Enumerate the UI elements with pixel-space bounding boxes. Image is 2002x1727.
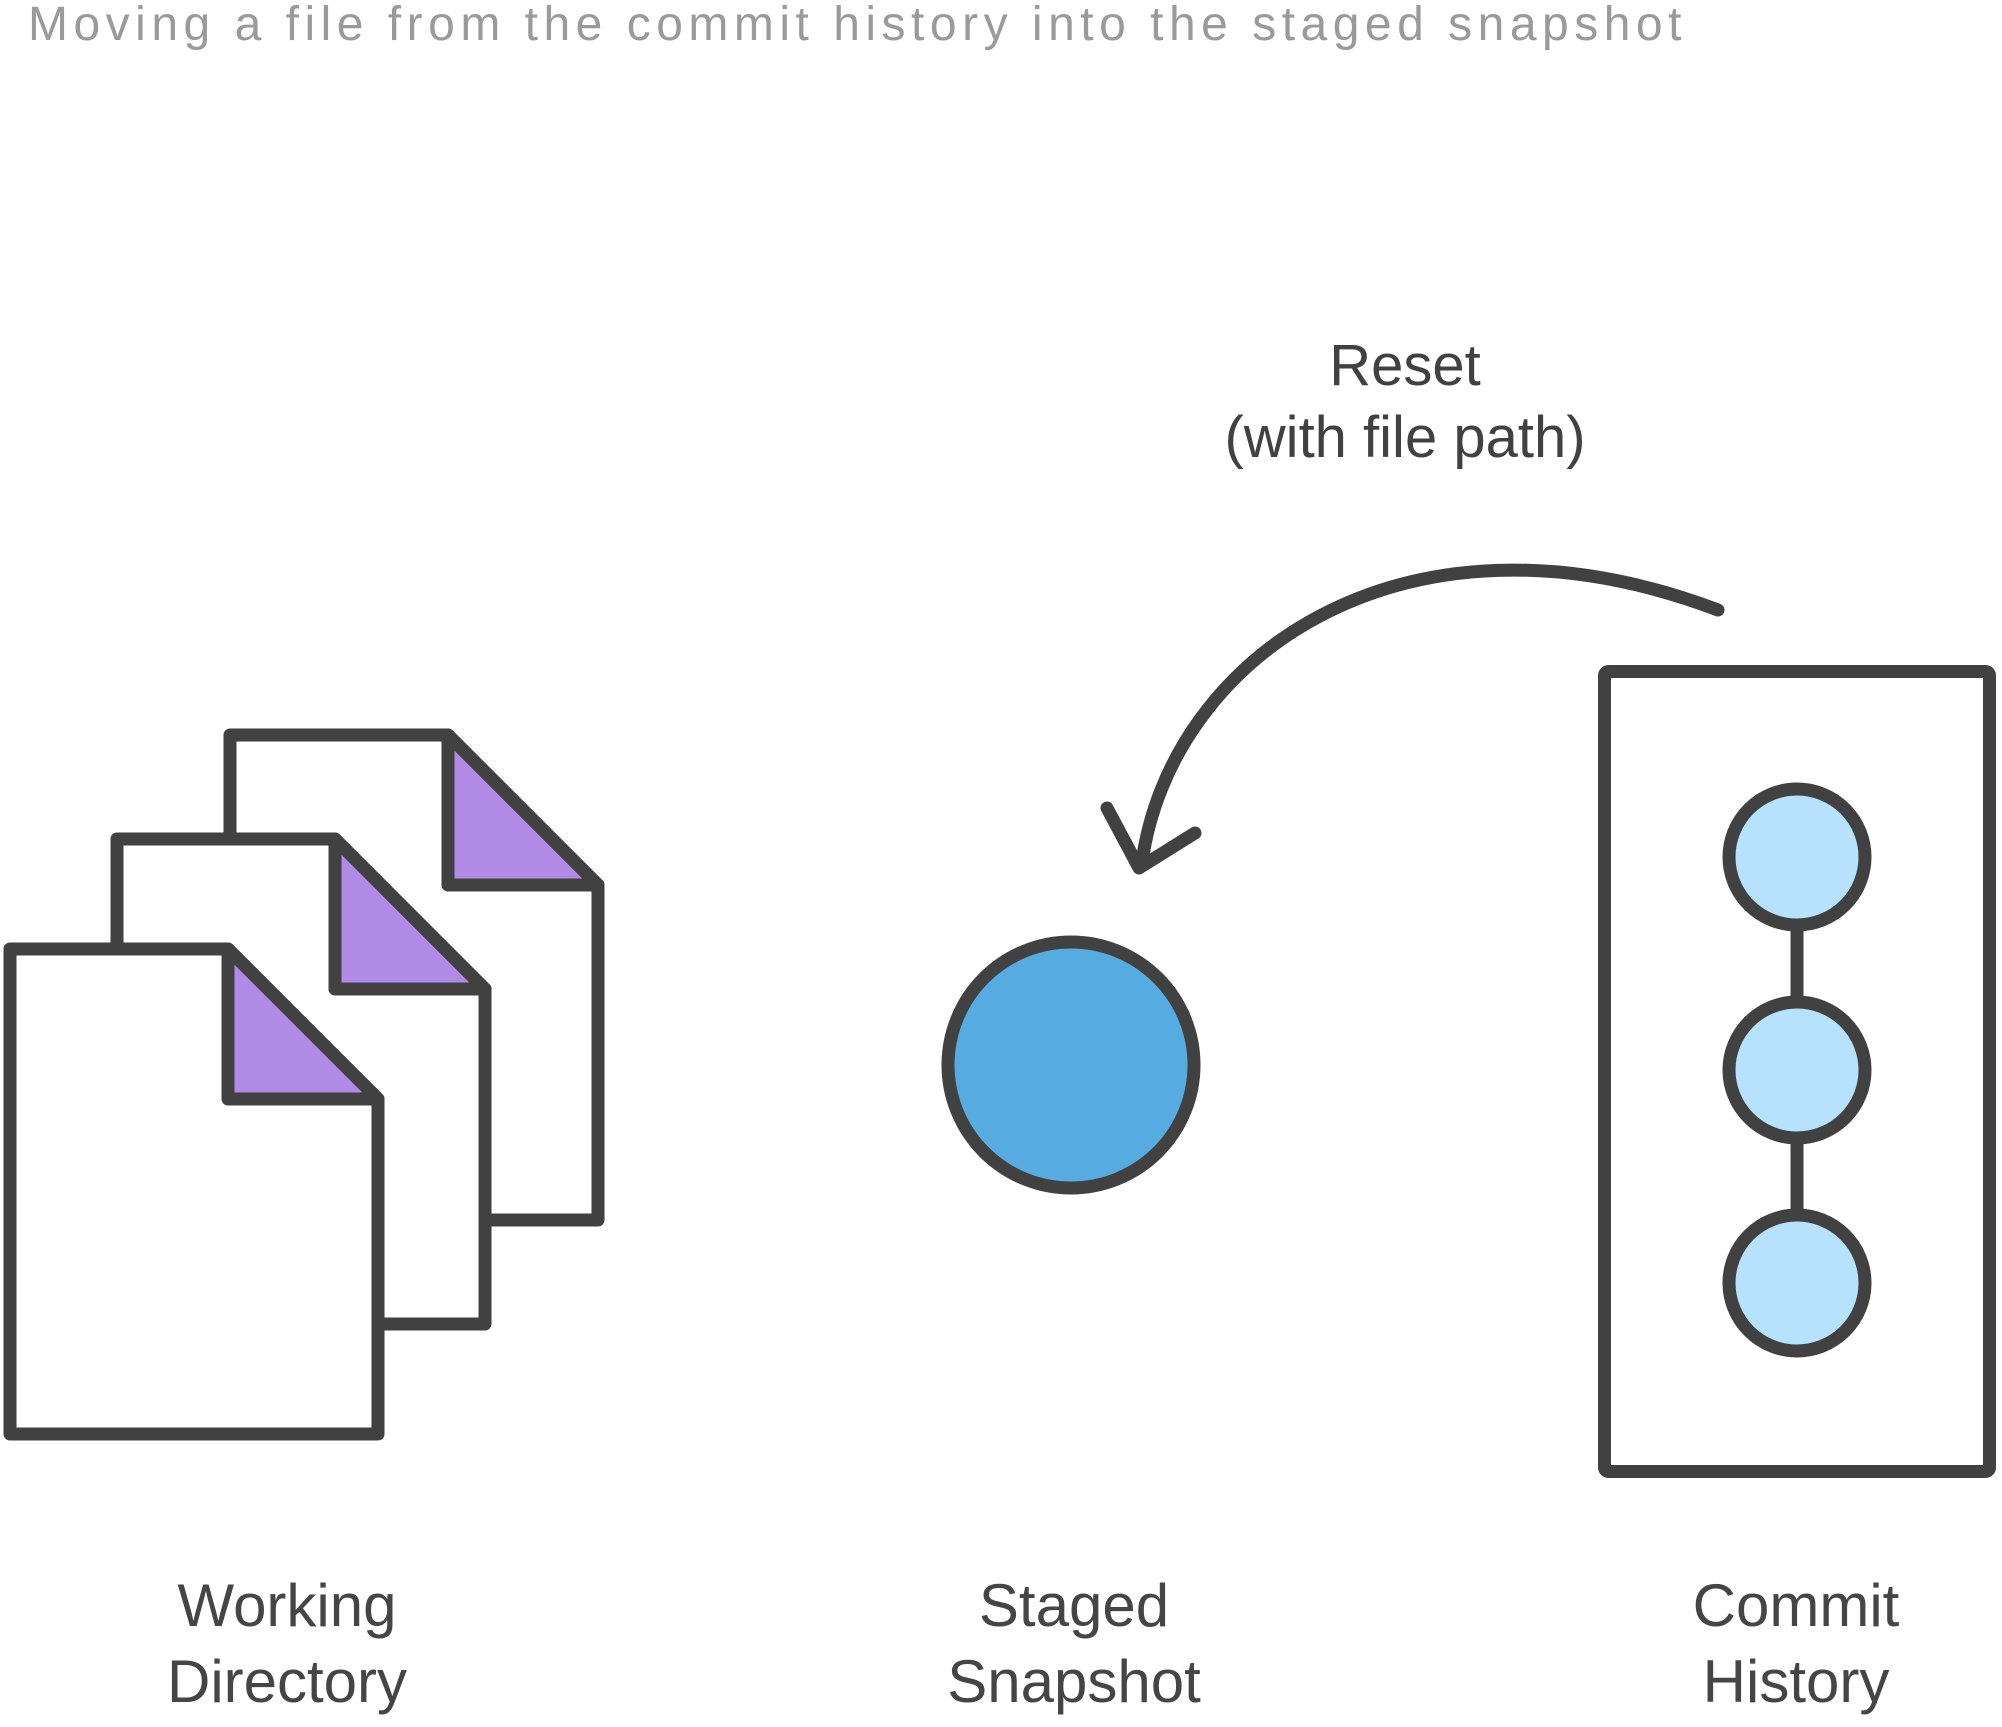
file-fold-corner — [328, 832, 492, 996]
commit-node-middle — [1722, 995, 1872, 1145]
reset-arrow-shaft — [1135, 563, 1725, 869]
file-fold-corner — [221, 942, 385, 1106]
working-directory-label-line1: Working — [177, 1572, 397, 1639]
commit-node-bottom — [1722, 1208, 1872, 1358]
blue-circle-icon — [941, 935, 1201, 1195]
file-fold-corner — [441, 728, 605, 892]
reset-arrow-label: Reset (with file path) — [1105, 330, 1705, 474]
diagram-title: Moving a file from the commit history in… — [28, 0, 1687, 51]
commit-chain-icon — [1598, 665, 1996, 1478]
reset-arrow-label-line2: (with file path) — [1224, 405, 1586, 470]
staged-snapshot-label: Staged Snapshot — [824, 1568, 1324, 1720]
stacked-files-icon — [3, 728, 605, 1441]
commit-history-label-line2: History — [1702, 1648, 1890, 1715]
commit-history-label: Commit History — [1546, 1568, 2002, 1720]
working-directory-label: Working Directory — [37, 1568, 537, 1720]
staged-snapshot-label-line1: Staged — [978, 1572, 1170, 1639]
working-directory-label-line2: Directory — [166, 1648, 408, 1715]
reset-arrowhead — [1100, 801, 1202, 875]
staged-snapshot-label-line2: Snapshot — [947, 1648, 1201, 1715]
commit-history-label-line1: Commit — [1692, 1572, 1900, 1639]
reset-arrow-icon — [1100, 563, 1725, 875]
file-icon-front — [3, 942, 385, 1441]
reset-arrow-label-line1: Reset — [1329, 333, 1481, 398]
commit-node-top — [1722, 782, 1872, 932]
staged-snapshot-circle — [941, 935, 1201, 1195]
